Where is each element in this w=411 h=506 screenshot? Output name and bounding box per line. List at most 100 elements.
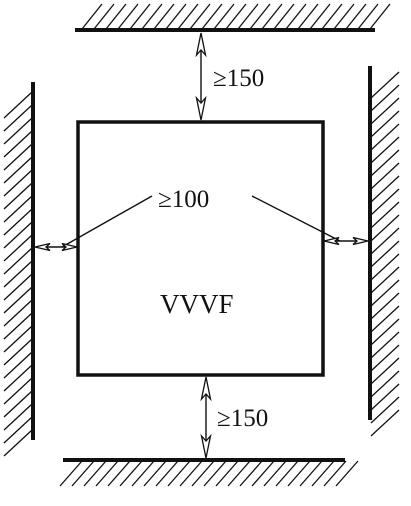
hatch-line (155, 460, 179, 487)
right-wall-hatching (370, 71, 400, 437)
hatch-line (215, 460, 239, 487)
hatch-line (107, 460, 131, 487)
hatch-line (165, 3, 187, 30)
hatch-line (3, 169, 33, 197)
hatch-line (370, 84, 400, 112)
hatch-line (3, 130, 33, 158)
hatch-line (370, 279, 400, 307)
hatch-line (321, 3, 343, 30)
device-label: VVVF (160, 289, 234, 319)
hatch-line (119, 460, 143, 487)
hatch-line (309, 3, 331, 30)
hatch-line (311, 460, 335, 487)
hatch-line (201, 3, 223, 30)
hatch-line (370, 188, 400, 216)
hatch-line (225, 3, 247, 30)
hatch-line (153, 3, 175, 30)
hatch-line (370, 370, 400, 398)
hatch-line (3, 338, 33, 366)
hatch-line (335, 460, 359, 487)
hatch-line (297, 3, 319, 30)
hatch-line (3, 390, 33, 418)
bottom-wall-hatching (59, 460, 359, 487)
bottom-clearance-dimension (200, 376, 212, 459)
hatch-line (323, 460, 347, 487)
hatch-line (3, 234, 33, 262)
hatch-line (3, 364, 33, 392)
left-wall (3, 82, 35, 457)
device-box (76, 120, 325, 377)
hatch-line (95, 460, 119, 487)
hatch-line (117, 3, 139, 30)
hatch-line (345, 3, 367, 30)
hatch-line (370, 240, 400, 268)
hatch-line (370, 149, 400, 177)
hatch-line (370, 396, 400, 424)
bottom-clearance-label: ≥150 (217, 405, 268, 432)
hatch-line (370, 253, 400, 281)
hatch-line (357, 3, 379, 30)
hatch-line (249, 3, 271, 30)
hatch-line (83, 460, 107, 487)
hatch-line (370, 71, 400, 99)
hatch-line (59, 460, 83, 487)
hatch-line (299, 460, 323, 487)
hatch-line (3, 416, 33, 444)
hatch-line (370, 344, 400, 372)
hatch-line (3, 208, 33, 236)
hatch-line (131, 460, 155, 487)
hatch-line (370, 123, 400, 151)
hatch-line (3, 247, 33, 275)
hatch-line (3, 104, 33, 132)
hatch-line (3, 429, 33, 457)
hatch-line (3, 299, 33, 327)
hatch-line (3, 325, 33, 353)
hatch-line (213, 3, 235, 30)
top-clearance-dimension (195, 32, 207, 121)
hatch-line (3, 377, 33, 405)
hatch-line (143, 460, 167, 487)
hatch-line (3, 91, 33, 119)
hatch-line (333, 3, 355, 30)
hatch-line (370, 305, 400, 333)
hatch-line (370, 214, 400, 242)
hatch-line (370, 318, 400, 346)
hatch-line (370, 227, 400, 255)
hatch-line (177, 3, 199, 30)
right-clearance-dimension (323, 236, 369, 246)
hatch-line (370, 175, 400, 203)
hatch-line (370, 266, 400, 294)
hatch-line (370, 162, 400, 190)
hatch-line (227, 460, 251, 487)
hatch-line (275, 460, 299, 487)
hatch-line (167, 460, 191, 487)
hatch-line (285, 3, 307, 30)
hatch-line (3, 286, 33, 314)
hatch-line (370, 97, 400, 125)
hatch-line (3, 182, 33, 210)
hatch-line (237, 3, 259, 30)
hatch-line (3, 195, 33, 223)
hatch-line (370, 383, 400, 411)
bottom-wall (59, 458, 359, 487)
top-wall-hatching (81, 3, 391, 30)
hatch-line (370, 357, 400, 385)
hatch-line (370, 110, 400, 138)
hatch-line (179, 460, 203, 487)
hatch-line (81, 3, 103, 30)
hatch-line (3, 117, 33, 145)
hatch-line (71, 460, 95, 487)
hatch-line (189, 3, 211, 30)
left-clearance-dimension (34, 242, 78, 252)
hatch-line (370, 136, 400, 164)
hatch-line (141, 3, 163, 30)
side-clearance-leaders (61, 195, 341, 248)
hatch-line (239, 460, 263, 487)
hatch-line (263, 460, 287, 487)
hatch-line (287, 460, 311, 487)
hatch-line (191, 460, 215, 487)
side-clearance-label: ≥100 (158, 186, 209, 213)
hatch-line (3, 143, 33, 171)
hatch-line (3, 260, 33, 288)
